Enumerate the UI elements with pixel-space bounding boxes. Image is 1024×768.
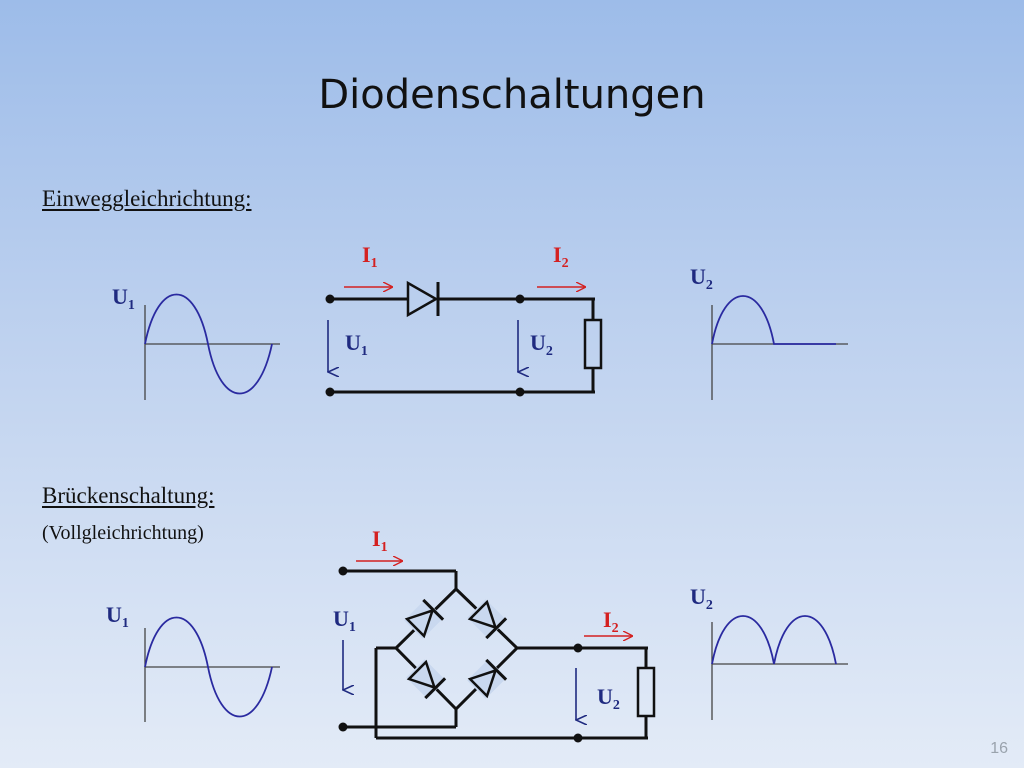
half-wave-output-plot: U2 xyxy=(690,264,848,400)
half-wave-current-out-label: I2 xyxy=(553,242,569,271)
half-wave-heading: Einweggleichrichtung: xyxy=(42,186,252,211)
bridge-heading: Brückenschaltung: xyxy=(42,483,215,508)
half-wave-terminal xyxy=(515,294,525,304)
bridge-output-plot: U2 xyxy=(690,584,848,720)
bridge-load-resistor xyxy=(636,666,656,718)
half-wave-terminal xyxy=(325,387,335,397)
bridge-circuit: I1 I2 U1 U2 xyxy=(333,526,656,743)
half-wave-circuit: I1 I2 U1 U2 xyxy=(325,242,603,397)
bridge-terminal xyxy=(338,566,348,576)
half-wave-terminal xyxy=(325,294,335,304)
bridge-voltage-out-label: U2 xyxy=(597,684,620,713)
bridge-subheading: (Vollgleichrichtung) xyxy=(42,522,204,544)
half-wave-input-wave-label: U1 xyxy=(112,284,135,313)
page-number: 16 xyxy=(990,740,1008,757)
half-wave-load-resistor xyxy=(583,318,603,370)
bridge-terminal xyxy=(573,643,583,653)
half-wave-input-plot: U1 xyxy=(112,284,280,400)
bridge-diode xyxy=(404,598,445,639)
bridge-input-sine xyxy=(144,616,273,718)
half-wave-output-curve xyxy=(711,295,836,345)
half-wave-terminal xyxy=(515,387,525,397)
slide-title: Diodenschaltungen xyxy=(318,72,706,118)
bridge-diode xyxy=(467,599,508,640)
bridge-diode xyxy=(406,659,447,700)
bridge-input-plot: U1 xyxy=(106,602,280,722)
bridge-terminal xyxy=(338,722,348,732)
half-wave-diode xyxy=(406,280,440,318)
bridge-output-wave-label: U2 xyxy=(690,584,713,613)
bridge-diamond xyxy=(393,586,520,712)
half-wave-current-in-label: I1 xyxy=(362,242,378,271)
bridge-input-wave-label: U1 xyxy=(106,602,129,631)
bridge-current-out-label: I2 xyxy=(603,607,619,636)
bridge-output-curve xyxy=(711,615,837,665)
bridge-current-in-label: I1 xyxy=(372,526,388,555)
half-wave-voltage-out-label: U2 xyxy=(530,330,553,359)
bridge-terminal xyxy=(573,733,583,743)
half-wave-input-sine xyxy=(144,293,273,395)
bridge-diode xyxy=(467,658,508,699)
half-wave-output-wave-label: U2 xyxy=(690,264,713,293)
half-wave-voltage-in-label: U1 xyxy=(345,330,368,359)
bridge-voltage-in-label: U1 xyxy=(333,606,356,635)
